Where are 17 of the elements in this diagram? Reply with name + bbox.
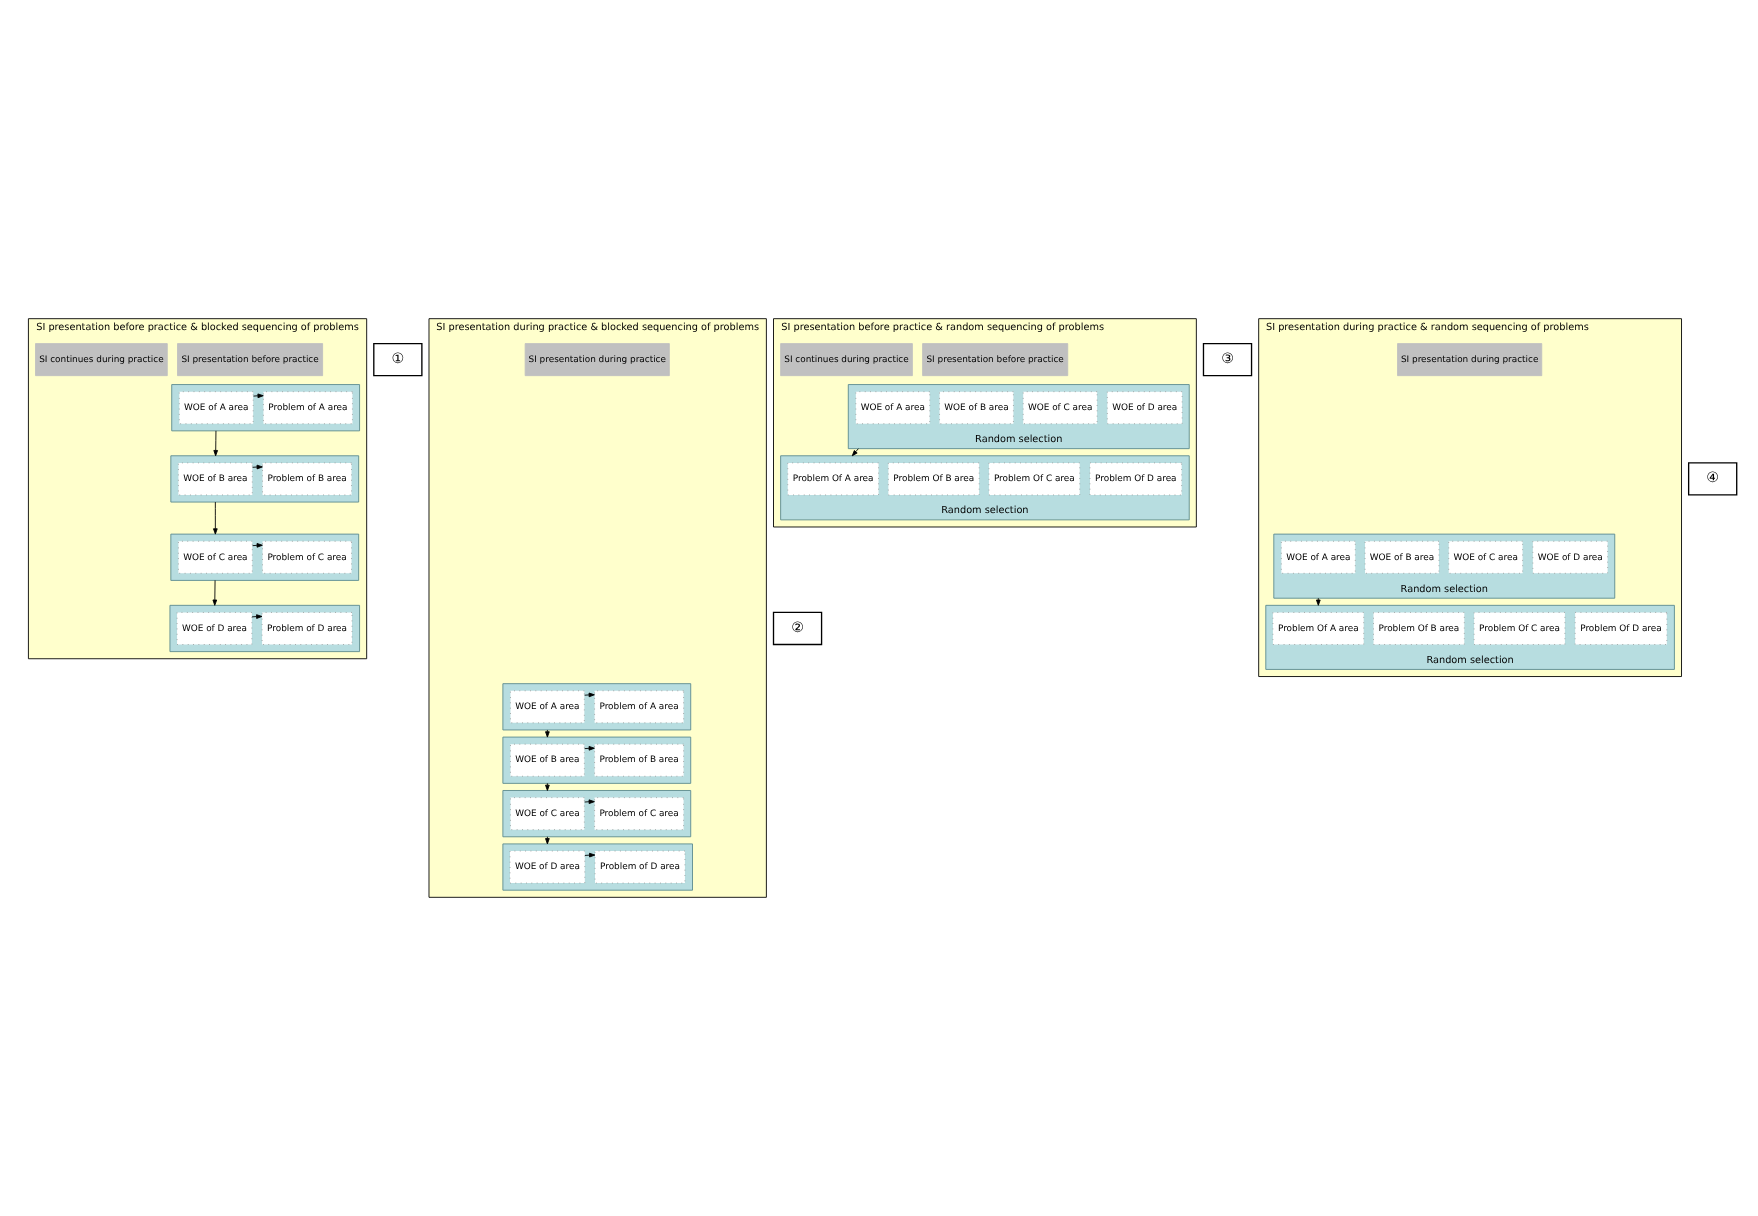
arrow bbox=[212, 579, 218, 606]
arrow bbox=[213, 430, 219, 457]
arrow bbox=[251, 614, 263, 619]
arrow bbox=[584, 852, 596, 858]
cluster bbox=[171, 384, 360, 432]
arrow bbox=[253, 393, 264, 399]
arrow bbox=[584, 692, 595, 698]
arrow bbox=[252, 464, 263, 470]
cluster bbox=[170, 533, 360, 581]
arrow bbox=[1316, 597, 1321, 606]
arrow bbox=[213, 501, 218, 535]
arrow bbox=[584, 799, 595, 805]
arrow bbox=[545, 782, 550, 791]
cluster bbox=[170, 455, 360, 503]
arrow bbox=[851, 448, 859, 457]
cluster bbox=[169, 604, 360, 653]
cluster bbox=[502, 843, 693, 891]
